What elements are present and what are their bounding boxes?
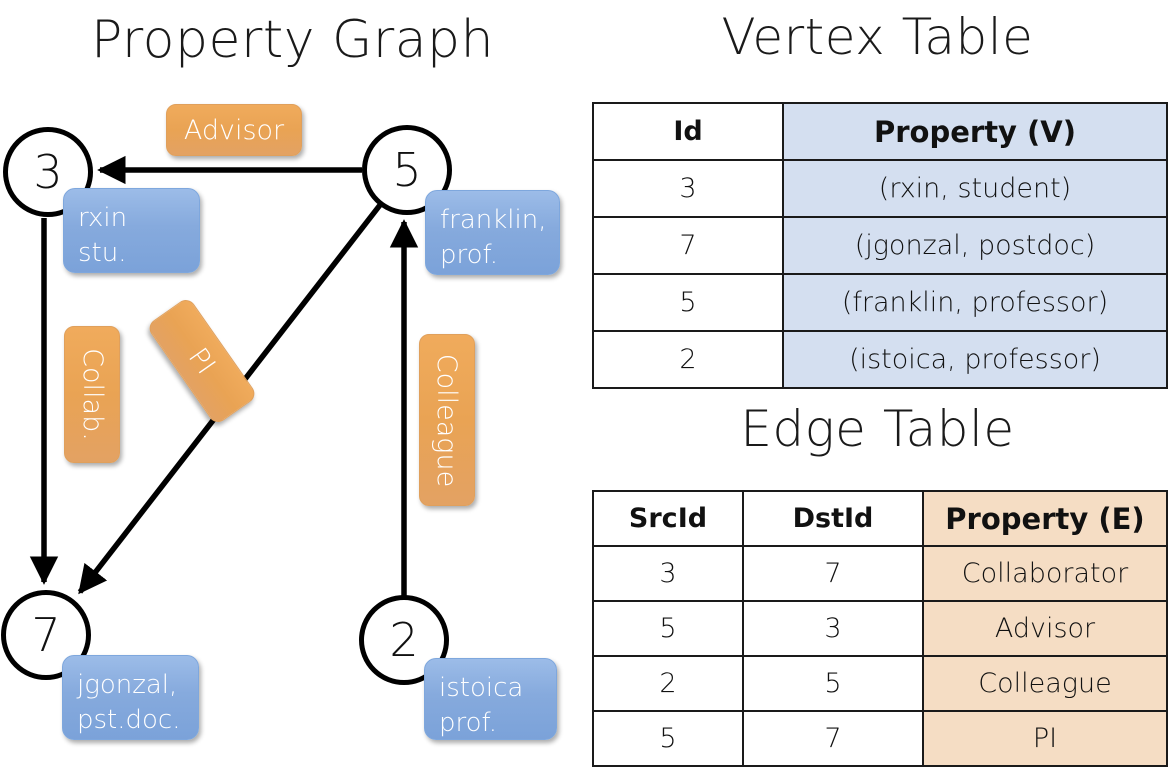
edge-cell-src: 5 bbox=[592, 710, 744, 767]
edge-cell-dst: 7 bbox=[742, 710, 924, 767]
vertex-cell-property: (jgonzal, postdoc) bbox=[782, 216, 1168, 275]
edge-label-text: Colleague bbox=[431, 353, 463, 487]
edge-col-header-srcid: SrcId bbox=[592, 490, 744, 547]
page-title-edge-table: Edge Table bbox=[740, 400, 1015, 458]
edge-cell-property: Advisor bbox=[922, 600, 1168, 657]
graph-node-5[interactable]: 5 bbox=[362, 125, 452, 215]
table-header-row: SrcId DstId Property (E) bbox=[592, 490, 1168, 547]
vertex-property-box-3: rxin stu. bbox=[63, 188, 200, 273]
edge-cell-dst: 7 bbox=[742, 545, 924, 602]
property-graph-diagram: 3 5 7 2 rxin stu. franklin, prof. jgonza… bbox=[0, 0, 585, 760]
vertex-property-line: jgonzal, bbox=[77, 670, 178, 700]
vertex-cell-property: (franklin, professor) bbox=[782, 273, 1168, 332]
edge-cell-src: 2 bbox=[592, 655, 744, 712]
edge-cell-property: PI bbox=[922, 710, 1168, 767]
table-row[interactable]: 7 (jgonzal, postdoc) bbox=[592, 216, 1168, 275]
edge-label-text: Advisor bbox=[183, 114, 285, 146]
edge-table: SrcId DstId Property (E) 3 7 Collaborato… bbox=[592, 490, 1168, 767]
edge-label-collab: Collab. bbox=[64, 326, 120, 463]
vertex-col-header-property: Property (V) bbox=[782, 102, 1168, 161]
edge-label-text: Collab. bbox=[76, 348, 108, 441]
vertex-table: Id Property (V) 3 (rxin, student) 7 (jgo… bbox=[592, 102, 1168, 389]
table-row[interactable]: 5 (franklin, professor) bbox=[592, 273, 1168, 332]
vertex-property-line: pst.doc. bbox=[77, 705, 181, 736]
vertex-property-box-5: franklin, prof. bbox=[425, 190, 560, 275]
edge-cell-property: Colleague bbox=[922, 655, 1168, 712]
edge-cell-dst: 3 bbox=[742, 600, 924, 657]
vertex-property-line: istoica bbox=[439, 673, 524, 703]
table-row[interactable]: 2 5 Colleague bbox=[592, 655, 1168, 712]
edge-label-text: PI bbox=[182, 342, 222, 380]
vertex-property-line: stu. bbox=[78, 238, 127, 269]
table-row[interactable]: 3 (rxin, student) bbox=[592, 159, 1168, 218]
edge-label-colleague: Colleague bbox=[419, 334, 475, 506]
table-row[interactable]: 3 7 Collaborator bbox=[592, 545, 1168, 602]
vertex-property-line: rxin bbox=[78, 203, 128, 233]
vertex-cell-id: 3 bbox=[592, 159, 784, 218]
table-header-row: Id Property (V) bbox=[592, 102, 1168, 161]
vertex-cell-id: 5 bbox=[592, 273, 784, 332]
vertex-property-box-7: jgonzal, pst.doc. bbox=[62, 655, 199, 740]
edge-cell-src: 5 bbox=[592, 600, 744, 657]
edge-cell-src: 3 bbox=[592, 545, 744, 602]
vertex-cell-id: 2 bbox=[592, 330, 784, 389]
edge-cell-dst: 5 bbox=[742, 655, 924, 712]
edge-col-header-property: Property (E) bbox=[922, 490, 1168, 547]
vertex-col-header-id: Id bbox=[592, 102, 784, 161]
edge-col-header-dstid: DstId bbox=[742, 490, 924, 547]
vertex-property-line: prof. bbox=[439, 708, 498, 739]
vertex-cell-property: (istoica, professor) bbox=[782, 330, 1168, 389]
vertex-property-line: franklin, bbox=[440, 205, 547, 235]
table-row[interactable]: 5 7 PI bbox=[592, 710, 1168, 767]
edge-cell-property: Collaborator bbox=[922, 545, 1168, 602]
vertex-cell-property: (rxin, student) bbox=[782, 159, 1168, 218]
graph-node-2[interactable]: 2 bbox=[359, 595, 449, 685]
vertex-property-line: prof. bbox=[440, 240, 499, 271]
vertex-cell-id: 7 bbox=[592, 216, 784, 275]
page-title-property-graph: Property Graph bbox=[90, 10, 495, 70]
page-title-vertex-table: Vertex Table bbox=[721, 8, 1034, 66]
vertex-property-box-2: istoica prof. bbox=[424, 658, 557, 740]
edge-label-advisor: Advisor bbox=[166, 104, 302, 156]
table-row[interactable]: 5 3 Advisor bbox=[592, 600, 1168, 657]
table-row[interactable]: 2 (istoica, professor) bbox=[592, 330, 1168, 389]
